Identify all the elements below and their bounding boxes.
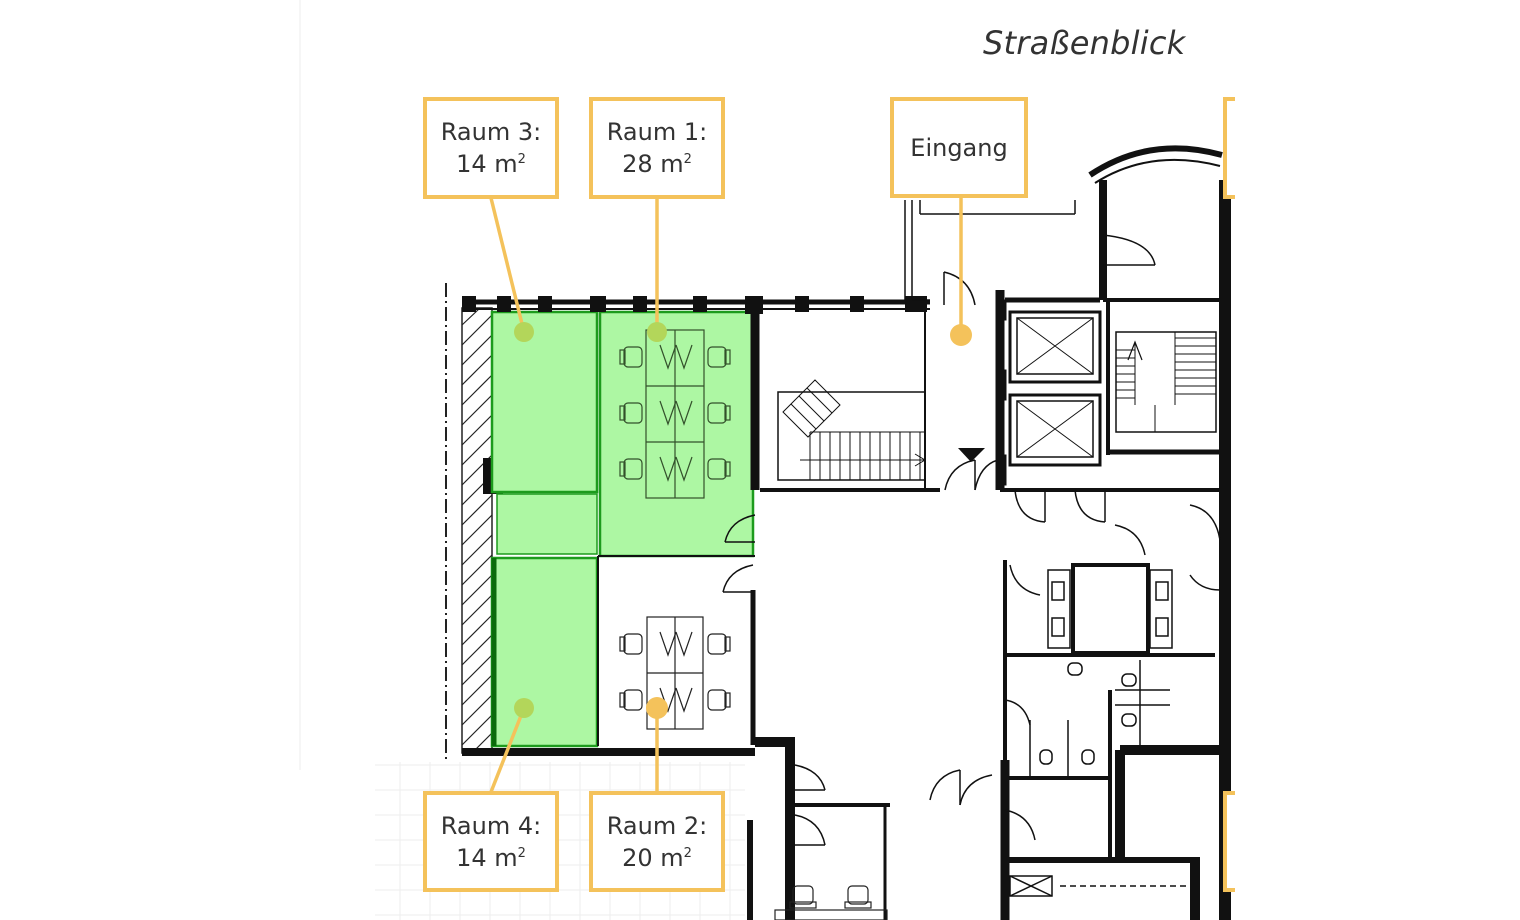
entrance-canopy (904, 200, 1076, 301)
entrance-name: Eingang (910, 133, 1008, 162)
room-4-marker (514, 698, 534, 718)
room-1-label[interactable]: Raum 1: 28 m2 (589, 97, 725, 199)
room-2-marker (646, 697, 668, 719)
entrance-marker (950, 324, 972, 346)
room-3-area: 14 m2 (456, 150, 526, 178)
lobby-staircase (777, 379, 926, 481)
elevators (995, 299, 1102, 486)
room-2-label[interactable]: Raum 2: 20 m2 (589, 791, 725, 892)
lower-room-furniture (774, 885, 888, 920)
partial-label-bottom-right (1223, 791, 1235, 892)
entrance-arrow-icon (958, 448, 985, 462)
west-wall-hatch (461, 307, 493, 754)
north-wall (462, 296, 930, 314)
room-4-area (490, 556, 599, 748)
room-1-area (598, 310, 755, 558)
room-1-marker (647, 322, 667, 342)
room-3-marker (514, 322, 534, 342)
room-2-furniture (619, 616, 731, 730)
entrance-label[interactable]: Eingang (890, 97, 1028, 198)
room-2-name: Raum 2: (606, 811, 708, 840)
room-4-area: 14 m2 (456, 843, 526, 872)
street-view-label: Straßenblick (983, 24, 1186, 62)
room-1-furniture (619, 329, 731, 499)
callout-marker-dots (514, 322, 972, 719)
room-3-name: Raum 3: (440, 118, 542, 146)
room-2-area: 20 m2 (622, 843, 692, 872)
room-3-label[interactable]: Raum 3: 14 m2 (423, 97, 559, 199)
partial-label-top-right (1223, 97, 1235, 199)
room-1-name: Raum 1: (606, 118, 708, 146)
room-1-area: 28 m2 (622, 150, 692, 178)
room-3-annex (496, 493, 598, 555)
room-4-name: Raum 4: (440, 811, 542, 840)
callout-leaders (489, 196, 963, 793)
highlighted-rooms (490, 310, 755, 748)
washroom-fixtures (1009, 563, 1190, 897)
stair-tower (1088, 145, 1223, 433)
room-3-area (490, 310, 599, 494)
room-4-label[interactable]: Raum 4: 14 m2 (423, 791, 559, 892)
